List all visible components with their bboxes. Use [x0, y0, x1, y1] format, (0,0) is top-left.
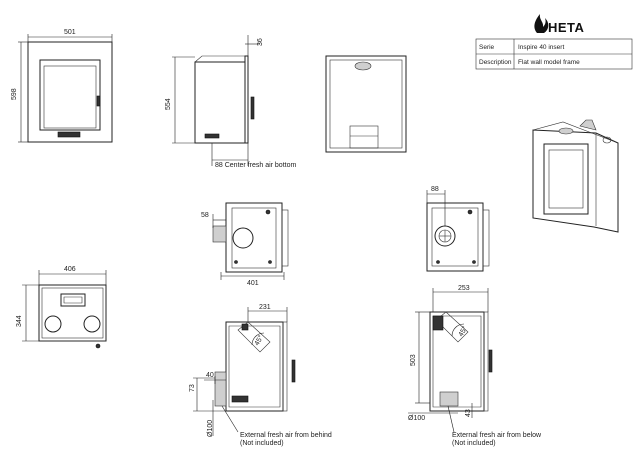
perspective-view [532, 119, 619, 233]
dim-section-left-height: 73 [189, 384, 196, 392]
dim-section-right-dia: Ø100 [408, 415, 425, 422]
section-view-below: 253 45° 503 Ø100 43 External fresh air f… [408, 285, 542, 447]
brand-logo: HETA [534, 14, 584, 35]
dim-front-height: 598 [11, 88, 18, 100]
title-block-serie-label: Serie [479, 44, 495, 51]
dim-back-right-offset: 88 [431, 186, 439, 193]
section-view-behind: 231 45° 40 73 Ø100 External fresh air fr… [189, 304, 332, 447]
dim-side-top-offset: 36 [257, 38, 264, 46]
dim-top-depth: 344 [16, 315, 23, 327]
dim-section-right-height: 503 [410, 354, 417, 366]
dim-side-height: 554 [165, 98, 172, 110]
dim-section-left-width: 231 [259, 304, 271, 311]
back-view-left: 58 401 [201, 202, 289, 287]
dim-section-right-bottom: 43 [465, 409, 472, 417]
dim-front-width: 501 [64, 29, 76, 36]
title-block: Serie Inspire 40 insert Description Flat… [475, 38, 633, 70]
rear-view [325, 55, 407, 153]
brand-name: HETA [548, 20, 585, 35]
note-fresh-air-behind-sub: (Not included) [240, 440, 284, 447]
side-view: 36 554 88 Center fresh air bottom [165, 35, 296, 169]
title-block-description-value: Flat wall model frame [518, 59, 580, 66]
note-fresh-air-below-sub: (Not included) [452, 440, 496, 447]
dim-section-left-offset: 40 [206, 372, 214, 379]
flame-icon [534, 14, 549, 33]
dim-section-right-angle: 45° [457, 325, 469, 338]
back-view-right: 88 [426, 186, 490, 272]
title-block-description-label: Description [479, 59, 512, 66]
dim-center-fresh-air: 88 Center fresh air bottom [215, 162, 296, 169]
dim-top-width: 406 [64, 266, 76, 273]
dim-section-right-width: 253 [458, 285, 470, 292]
front-view: 501 598 [11, 29, 113, 143]
title-block-serie-value: Inspire 40 insert [518, 44, 564, 51]
note-fresh-air-behind: External fresh air from behind [240, 432, 332, 439]
dim-section-left-dia: Ø100 [207, 420, 214, 437]
top-view: 406 344 [16, 266, 107, 349]
note-fresh-air-below: External fresh air from below [452, 432, 542, 439]
dim-back-width: 401 [247, 280, 259, 287]
dim-back-left-offset: 58 [201, 212, 209, 219]
